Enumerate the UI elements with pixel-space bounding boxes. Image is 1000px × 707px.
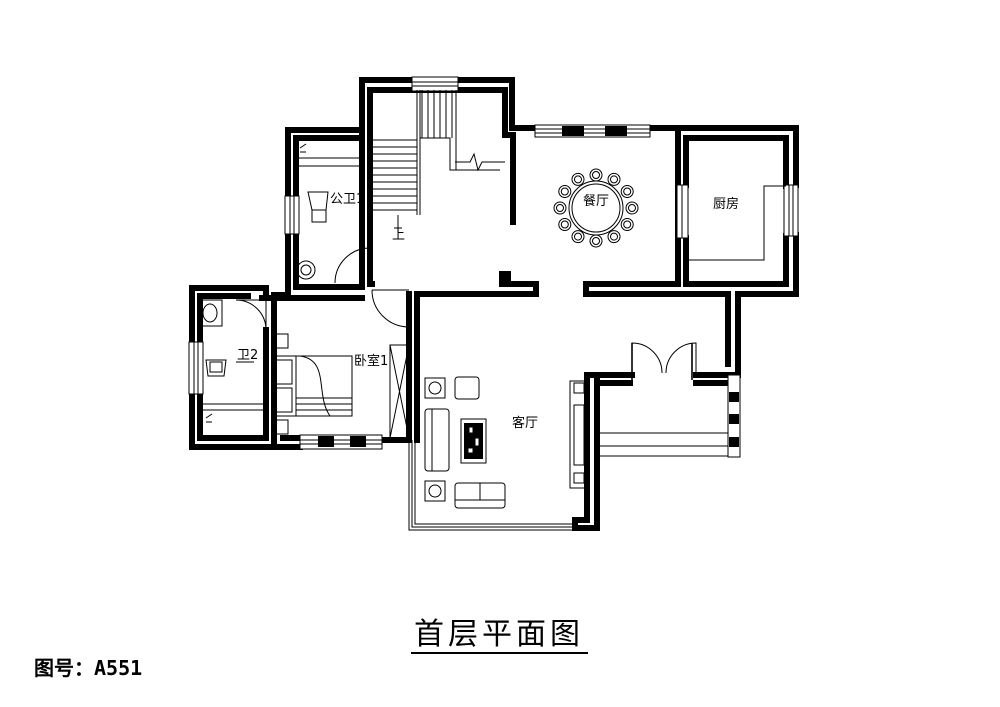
dining-chair	[620, 218, 634, 231]
dining-chair-seat	[574, 175, 582, 184]
walls	[189, 77, 799, 531]
dining-table	[553, 168, 639, 248]
dining-chair-seat	[623, 187, 632, 196]
dining-chair	[589, 168, 603, 182]
dining-chair-seat	[610, 175, 618, 184]
dining-chair	[558, 218, 572, 231]
dining-chair-seat	[560, 220, 569, 229]
dining-chair	[553, 201, 567, 215]
dining-chair-seat	[610, 232, 618, 241]
bedroom-furniture	[273, 333, 410, 439]
terrace-steps	[596, 342, 728, 457]
drawing-number: 图号：A551	[34, 656, 143, 680]
dining-chair	[625, 201, 639, 215]
room-label-bedroom: 卧室1	[354, 353, 388, 369]
dining-chair	[607, 230, 621, 244]
public-bath-fixtures	[296, 143, 362, 280]
windows	[188, 76, 799, 531]
staircase: 上	[372, 90, 505, 243]
dining-chair	[620, 185, 634, 198]
room-label-public-bath: 公卫1	[330, 192, 364, 207]
plan-title: 首层平面图	[414, 617, 584, 652]
room-label-dining: 餐厅	[583, 193, 609, 209]
room-label-bath2: 卫2	[237, 348, 258, 363]
room-label-kitchen: 厨房	[713, 196, 739, 212]
dining-chair-seat	[574, 232, 582, 241]
kitchen-counter	[686, 185, 786, 261]
dining-chair-seat	[560, 187, 569, 196]
stair-up-label: 上	[392, 228, 405, 243]
dining-chair-seat	[556, 204, 564, 212]
dining-chair-seat	[628, 204, 636, 212]
dining-chair	[571, 172, 585, 186]
doors	[235, 247, 410, 331]
dining-chair-seat	[592, 171, 600, 179]
dining-chair	[589, 234, 603, 248]
dining-chair	[571, 230, 585, 244]
bath2-fixtures	[199, 299, 266, 423]
dining-chair	[558, 185, 572, 198]
dining-chair	[607, 172, 621, 186]
dining-chair-seat	[592, 237, 600, 245]
room-label-living: 客厅	[512, 415, 538, 431]
living-furniture	[424, 376, 587, 509]
dining-chair-seat	[623, 220, 632, 229]
